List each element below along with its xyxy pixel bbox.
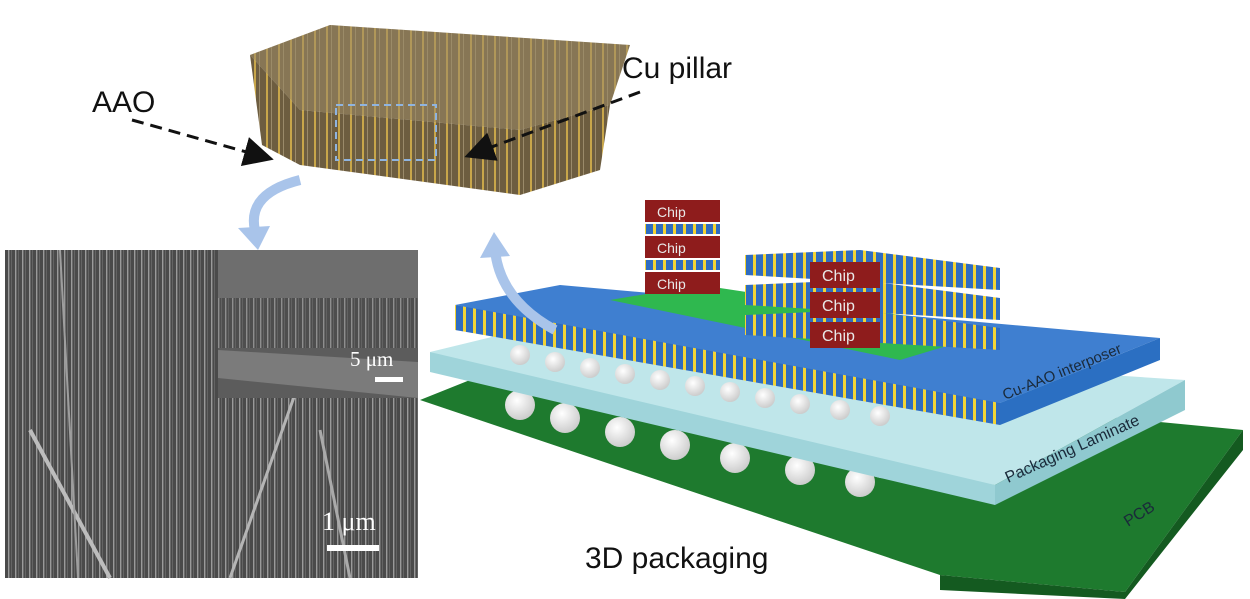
left-chip-stack: Chip Chip Chip [645,200,720,294]
cu-pillar-arrow [464,90,641,161]
packaging-caption: 3D packaging [585,542,768,575]
selection-box [335,104,437,161]
chip-label-4: Chip [822,268,855,285]
sem-micrograph: 5 μm 1 μm [5,249,418,579]
chip-label-1: Chip [657,204,686,220]
chip-label-5: Chip [822,298,855,315]
aao-arrow [131,118,274,166]
scale-bar-small [375,377,403,382]
interposer-layer [455,285,1160,403]
aao-block [250,25,630,195]
chip-label-3: Chip [657,276,686,292]
packaging-stack: PCB Packaging Laminate [420,200,1243,599]
chip-label-6: Chip [822,328,855,345]
right-chip-stack: Chip Chip Chip [745,250,1000,350]
aao-label: AAO [92,86,155,119]
solder-balls-lower [505,390,875,497]
zoom-arrow-right [490,249,558,335]
scale-label-small: 5 μm [350,347,393,371]
solder-balls-upper [510,345,890,426]
scale-bar-large [327,545,379,551]
cu-pillar-label: Cu pillar [622,52,732,85]
chip-label-2: Chip [657,240,686,256]
scale-label-large: 1 μm [322,507,376,536]
